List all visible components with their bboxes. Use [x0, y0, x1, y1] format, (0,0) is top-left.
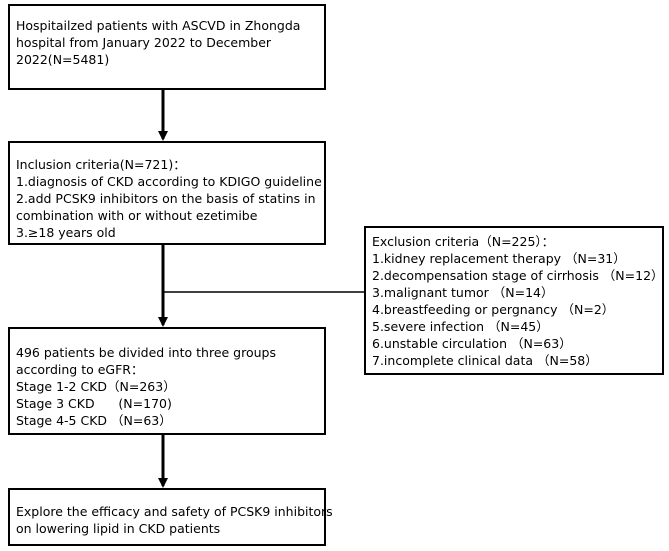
exclusion-criteria-item: 1.kidney replacement therapy （N=31）	[372, 251, 626, 266]
study-population-line: hospital from January 2022 to December	[16, 35, 272, 50]
study-population-line: Hospitailzed patients with ASCVD in Zhon…	[16, 18, 301, 33]
grouping-line: Stage 4-5 CKD （N=63）	[16, 413, 172, 428]
grouping-line: 496 patients be divided into three group…	[16, 345, 276, 360]
study-population-line: 2022(N=5481)	[16, 52, 110, 67]
inclusion-criteria-item: 2.add PCSK9 inhibitors on the basis of s…	[16, 191, 316, 206]
exclusion-criteria-box: Exclusion criteria（N=225）： 1.kidney repl…	[364, 226, 664, 375]
exclusion-criteria-title: Exclusion criteria（N=225）：	[372, 234, 555, 249]
grouping-line: Stage 3 CKD (N=170)	[16, 396, 172, 411]
inclusion-criteria-item: 3.≥18 years old	[16, 225, 116, 240]
exclusion-criteria-item: 4.breastfeeding or pergnancy （N=2）	[372, 302, 615, 317]
grouping-line: Stage 1-2 CKD（N=263）	[16, 379, 176, 394]
inclusion-criteria-title: Inclusion criteria(N=721)：	[16, 157, 186, 172]
study-aim-box: Explore the efficacy and safety of PCSK9…	[8, 488, 333, 546]
grouping-box: 496 patients be divided into three group…	[8, 327, 326, 435]
study-aim-line: on lowering lipid in CKD patients	[16, 521, 221, 536]
inclusion-criteria-item: combination with or without ezetimibe	[16, 208, 258, 223]
exclusion-criteria-item: 5.severe infection （N=45）	[372, 319, 549, 334]
exclusion-criteria-item: 2.decompensation stage of cirrhosis （N=1…	[372, 268, 664, 283]
inclusion-criteria-item: 1.diagnosis of CKD according to KDIGO gu…	[16, 174, 322, 189]
study-aim-line: Explore the efficacy and safety of PCSK9…	[16, 504, 333, 519]
exclusion-criteria-item: 7.incomplete clinical data （N=58）	[372, 353, 598, 368]
exclusion-criteria-item: 3.malignant tumor （N=14）	[372, 285, 554, 300]
study-population-box: Hospitailzed patients with ASCVD in Zhon…	[8, 4, 326, 90]
grouping-line: according to eGFR：	[16, 362, 144, 377]
inclusion-criteria-box: Inclusion criteria(N=721)： 1.diagnosis o…	[8, 141, 326, 245]
exclusion-criteria-item: 6.unstable circulation （N=63）	[372, 336, 572, 351]
